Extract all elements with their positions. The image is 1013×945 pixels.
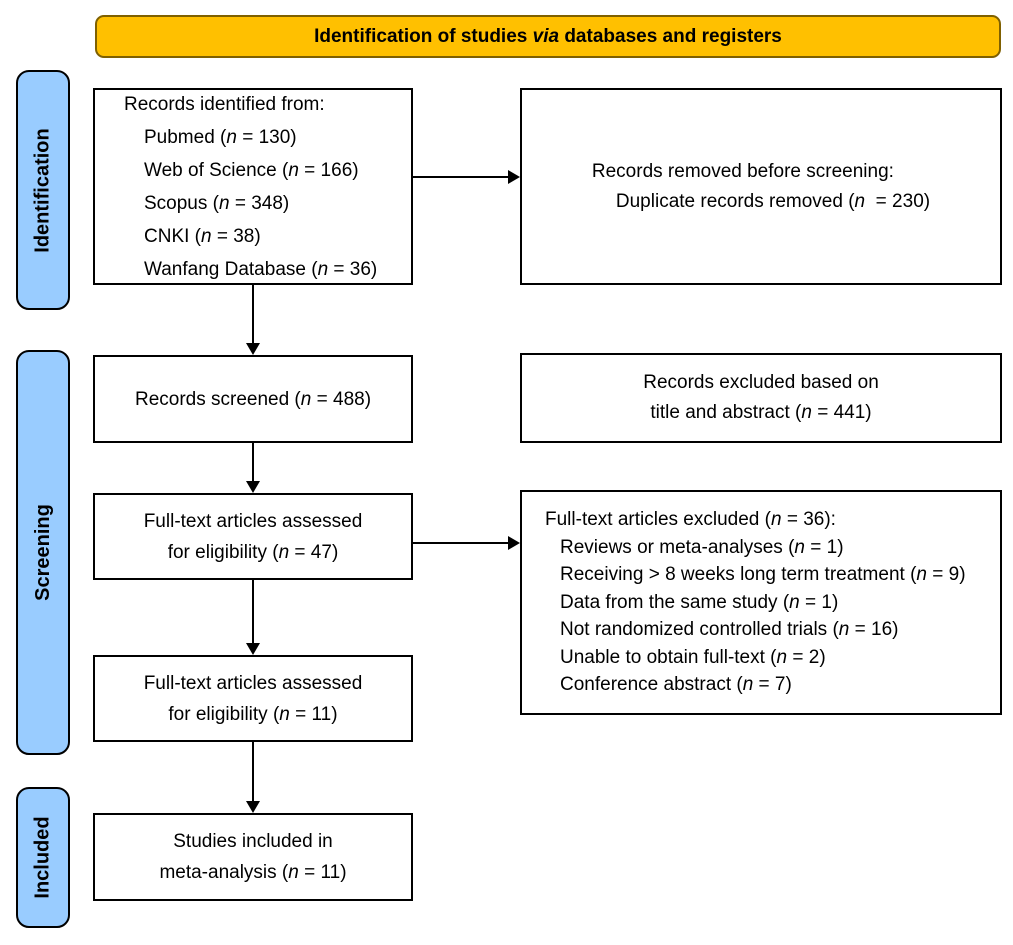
stage-label-screening: Screening <box>16 350 70 755</box>
box-line: Unable to obtain full-text (n = 2) <box>560 646 826 668</box>
box-line: Records identified from: <box>124 93 325 115</box>
stage-label-included: Included <box>16 787 70 928</box>
arrowhead-right-icon <box>508 170 520 184</box>
arrow-assessed11-to-included <box>252 742 254 803</box>
box-line: Duplicate records removed (n = 230) <box>615 190 931 212</box>
box-line: Studies included in <box>173 831 333 852</box>
box-line: title and abstract (n = 441) <box>650 402 872 423</box>
records-removed-box: Records removed before screening: Duplic… <box>520 88 1002 285</box>
stage-label-text: Identification <box>31 127 54 253</box>
box-line: Full-text articles assessed <box>143 510 363 532</box>
box-line: Not randomized controlled trials (n = 16… <box>560 619 899 641</box>
arrow-assessed-to-excluded <box>413 542 509 544</box>
arrowhead-down-icon <box>246 343 260 355</box>
box-line: Full-text articles assessed <box>143 672 363 694</box>
box-line: meta-analysis (n = 11) <box>159 862 347 883</box>
arrowhead-right-icon <box>508 536 520 550</box>
stage-label-identification: Identification <box>16 70 70 310</box>
box-line: for eligibility (n = 11) <box>168 703 338 725</box>
box-line: Reviews or meta-analyses (n = 1) <box>560 536 844 558</box>
arrowhead-down-icon <box>246 643 260 655</box>
records-screened-box: Records screened (n = 488) <box>93 355 413 443</box>
arrow-assessed47-to-assessed11 <box>252 580 254 645</box>
box-line: Conference abstract (n = 7) <box>560 674 792 696</box>
box-line: CNKI (n = 38) <box>144 225 261 247</box>
box-line: for eligibility (n = 47) <box>167 541 339 563</box>
banner-title: Identification of studies via databases … <box>95 15 1001 58</box>
arrowhead-down-icon <box>246 481 260 493</box>
studies-included-box: Studies included in meta-analysis (n = 1… <box>93 813 413 901</box>
fulltext-excluded-box: Full-text articles excluded (n = 36): Re… <box>520 490 1002 715</box>
stage-label-text: Screening <box>31 504 54 601</box>
box-line: Wanfang Database (n = 36) <box>144 258 378 280</box>
records-excluded-box: Records excluded based on title and abst… <box>520 353 1002 443</box>
box-line: Records excluded based on <box>643 372 879 393</box>
box-line: Records removed before screening: <box>591 160 894 182</box>
fulltext-assessed-47-box: Full-text articles assessed for eligibil… <box>93 493 413 580</box>
records-identified-box: Records identified from: Pubmed (n = 130… <box>93 88 413 285</box>
box-line: Pubmed (n = 130) <box>144 126 297 148</box>
box-line: Records screened (n = 488) <box>134 388 372 410</box>
arrow-screened-to-assessed <box>252 443 254 483</box>
arrow-identified-to-removed <box>413 176 509 178</box>
arrowhead-down-icon <box>246 801 260 813</box>
box-line: Scopus (n = 348) <box>144 192 290 214</box>
fulltext-assessed-11-box: Full-text articles assessed for eligibil… <box>93 655 413 742</box>
box-line: Full-text articles excluded (n = 36): <box>545 509 836 531</box>
box-line: Web of Science (n = 166) <box>144 159 359 181</box>
banner-title-text: Identification of studies via databases … <box>314 25 782 47</box>
box-line: Receiving > 8 weeks long term treatment … <box>560 564 966 586</box>
stage-label-text: Included <box>31 816 54 899</box>
arrow-identified-to-screened <box>252 285 254 345</box>
box-line: Data from the same study (n = 1) <box>560 591 839 613</box>
